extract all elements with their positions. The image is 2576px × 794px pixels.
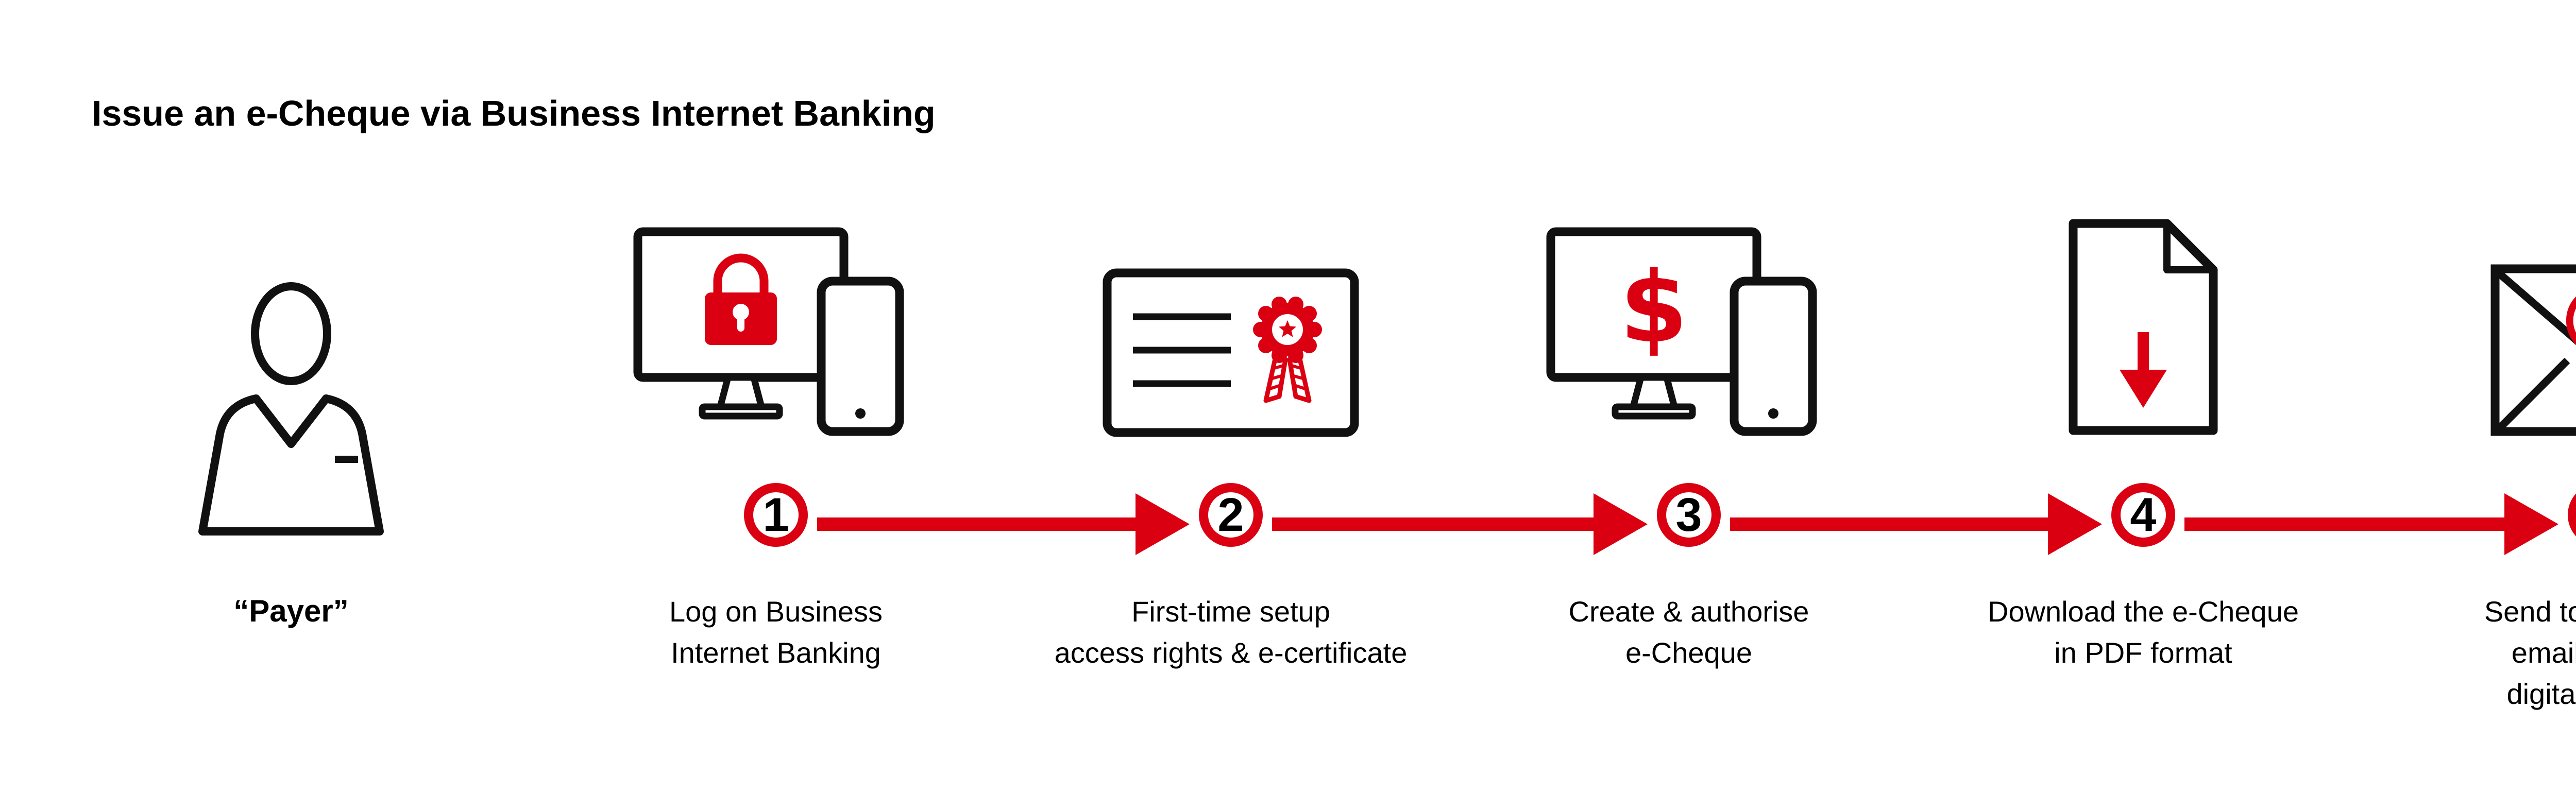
step-2: 2 First-time setup access rights & e-cer…	[999, 216, 1463, 674]
payer-figure: “Payer”	[185, 278, 397, 629]
step-2-icon-box	[1102, 216, 1360, 438]
step-3-caption: Create & authorise e-Cheque	[1568, 595, 1809, 669]
step-5-caption: Send to payee via email or other digital…	[2484, 595, 2576, 710]
step-3-icon-box: $	[1545, 216, 1833, 438]
arrow-head-icon	[1136, 493, 1190, 555]
arrow-line	[1730, 517, 2048, 531]
arrow-line	[2184, 517, 2504, 531]
monitor-lock-phone-icon	[633, 227, 904, 436]
monitor-dollar-phone-icon: $	[1546, 227, 1817, 436]
step-1-icon-box	[632, 216, 920, 438]
step-number: 2	[1217, 489, 1244, 541]
certificate-ribbon-icon	[1103, 268, 1359, 437]
payer-person-icon	[198, 282, 384, 536]
step-4-number-badge: 4	[2111, 483, 2175, 547]
step-3-number-badge: 3	[1657, 483, 1721, 547]
arrow-head-icon	[2048, 493, 2102, 555]
step-5-number-badge: 5	[2568, 483, 2576, 547]
step-4-caption: Download the e-Cheque in PDF format	[1988, 595, 2299, 669]
step-5-icon-box: @	[2489, 216, 2576, 438]
step-3: $ 3 Create & authorise e-Cheque	[1457, 216, 1921, 674]
payer-label: “Payer”	[233, 594, 349, 628]
step-2-caption: First-time setup access rights & e-certi…	[1054, 595, 1408, 669]
page-title: Issue an e-Cheque via Business Internet …	[92, 93, 936, 133]
step-1-caption: Log on Business Internet Banking	[669, 595, 883, 669]
step-number: 3	[1675, 489, 1702, 541]
arrow-head-icon	[2504, 493, 2558, 555]
arrow-head-icon	[1594, 493, 1648, 555]
document-download-icon	[2069, 219, 2218, 435]
step-2-number-badge: 2	[1199, 483, 1263, 547]
arrow-line	[817, 517, 1136, 531]
email-at-icon: @	[2490, 264, 2576, 436]
step-5: @ 5 Send to payee via email or other dig…	[2368, 216, 2576, 715]
arrow-line	[1272, 517, 1594, 531]
step-number: 4	[2130, 489, 2157, 541]
step-number: 1	[762, 489, 789, 541]
svg-text:$: $	[1620, 251, 1688, 365]
svg-text:@: @	[2561, 270, 2576, 359]
step-4: 4 Download the e-Cheque in PDF format	[1911, 216, 2375, 674]
step-4-icon-box	[2066, 216, 2221, 438]
step-1: 1 Log on Business Internet Banking	[544, 216, 1008, 674]
step-1-number-badge: 1	[744, 483, 808, 547]
